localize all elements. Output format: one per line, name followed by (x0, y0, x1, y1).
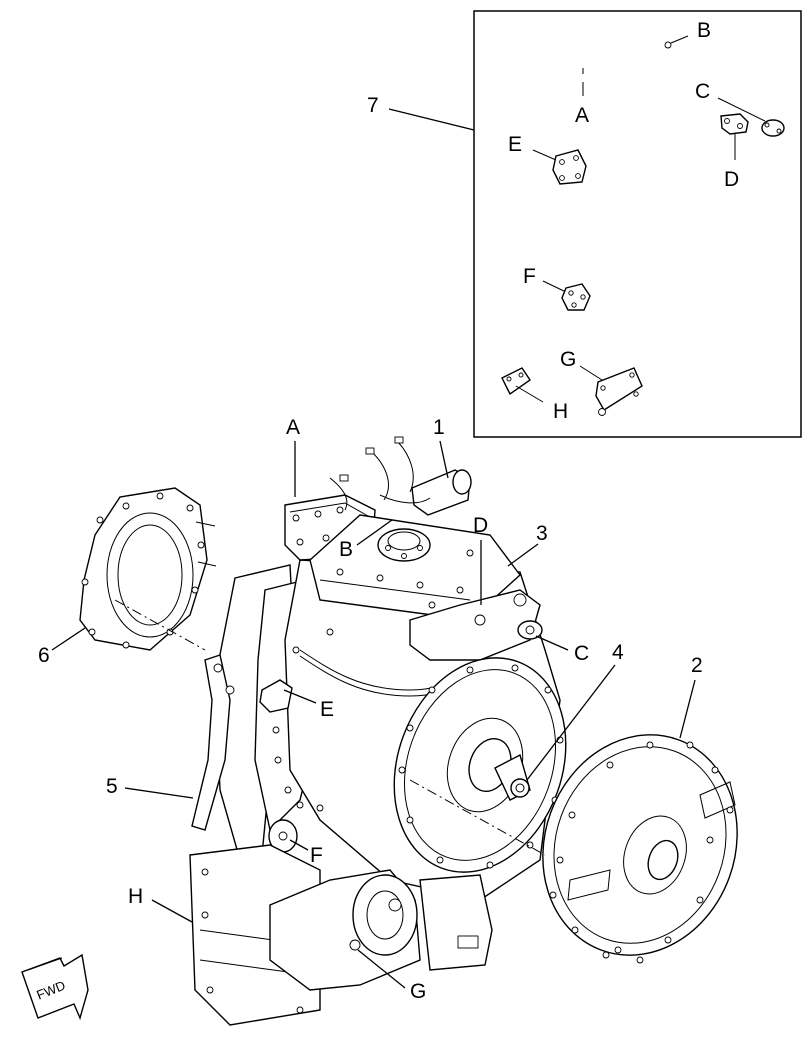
leader-6 (51, 627, 86, 651)
leader-3 (507, 543, 539, 567)
inset-part-c-d: C D (695, 80, 785, 191)
inset-label-f: F (523, 265, 536, 288)
callout-1: 1 (433, 416, 445, 439)
leader-f (289, 839, 309, 851)
inset-part-b: B (664, 19, 711, 49)
leader-7 (388, 108, 475, 131)
inset-label-c: C (695, 80, 710, 103)
cover-plate-6 (79, 487, 217, 651)
callout-f: F (310, 844, 323, 867)
flexplate-2 (409, 734, 738, 964)
callout-2: 2 (691, 654, 703, 677)
leader-1 (439, 440, 449, 479)
leader-2 (679, 679, 696, 739)
leader-g (357, 949, 406, 989)
callout-6: 6 (38, 644, 50, 667)
callout-3: 3 (536, 522, 548, 545)
leader-c (535, 635, 569, 651)
callout-c: C (574, 642, 589, 665)
inset-part-f: F (523, 265, 591, 311)
inset-label-h: H (553, 400, 568, 423)
leader-h (151, 899, 193, 923)
inset-panel: B A C D E (473, 10, 802, 438)
callout-4: 4 (612, 641, 624, 664)
inset-label-a: A (575, 104, 589, 127)
inset-label-d: D (724, 168, 739, 191)
inset-border (473, 10, 802, 438)
inset-part-e: E (508, 133, 587, 185)
callout-b: B (339, 538, 353, 561)
leader-b (356, 519, 393, 546)
inset-label-g: G (560, 348, 576, 371)
transmission-housing (189, 436, 567, 1026)
fwd-direction-arrow: FWD (21, 953, 89, 1021)
callout-5: 5 (106, 775, 118, 798)
callout-a: A (286, 416, 300, 439)
callout-g: G (410, 980, 426, 1003)
inset-label-e: E (508, 133, 522, 156)
inset-label-b: B (697, 19, 711, 42)
inset-part-g: G (560, 348, 643, 416)
callout-d: D (473, 514, 488, 537)
leader-5 (124, 787, 194, 799)
inset-part-h: H (501, 367, 568, 423)
inset-part-a: A (575, 68, 589, 127)
callout-e: E (320, 698, 334, 721)
callout-h: H (128, 885, 143, 908)
leader-e (283, 689, 317, 704)
callout-7: 7 (367, 94, 379, 117)
leader-4 (526, 664, 616, 781)
